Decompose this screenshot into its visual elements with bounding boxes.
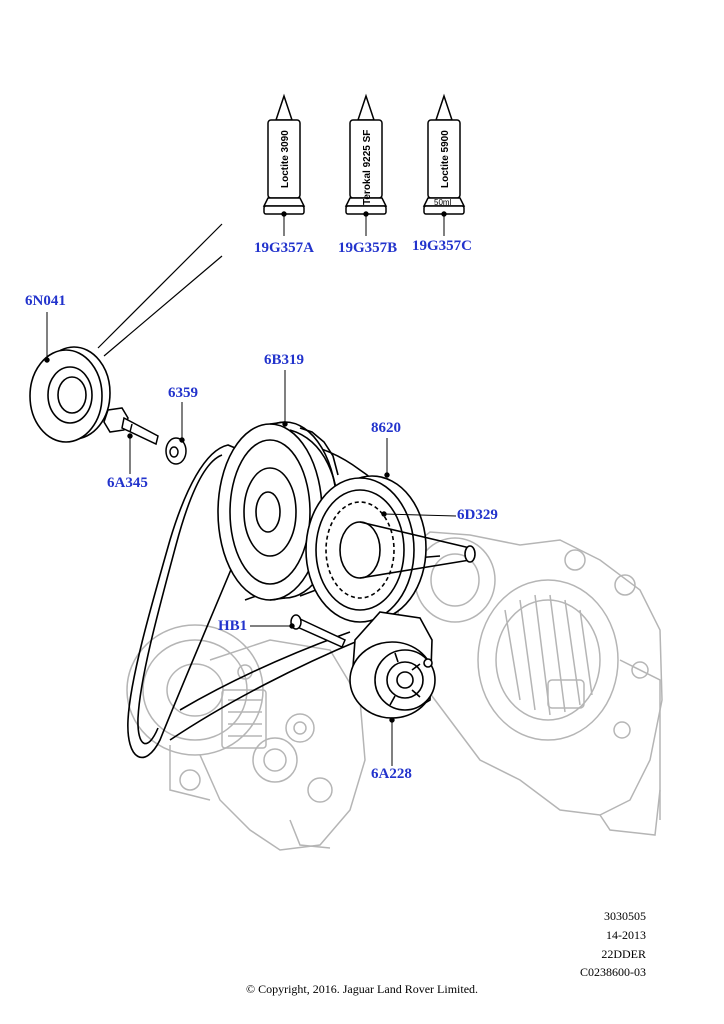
leader-lines bbox=[44, 211, 457, 766]
belt-tensioner bbox=[349, 611, 436, 719]
bolt-hb1 bbox=[290, 614, 346, 648]
alternator-illustration bbox=[394, 531, 663, 836]
diagram-ref-number: 3030505 bbox=[604, 909, 646, 923]
bolt-6a345 bbox=[103, 407, 159, 446]
callout-19g357b[interactable]: 19G357B bbox=[338, 240, 398, 256]
diagram-ref-date: 14-2013 bbox=[606, 928, 646, 942]
tube-c-volume: 50ml bbox=[434, 198, 452, 207]
callout-19g357a[interactable]: 19G357A bbox=[254, 240, 314, 256]
damper-pulley bbox=[305, 475, 476, 623]
callout-6359[interactable]: 6359 bbox=[168, 385, 198, 401]
crankshaft-pulley bbox=[217, 421, 339, 601]
tube-c-label: Loctite 5900 bbox=[440, 130, 451, 188]
callout-hb1[interactable]: HB1 bbox=[218, 618, 248, 634]
callout-6b319[interactable]: 6B319 bbox=[264, 352, 305, 368]
callout-8620[interactable]: 8620 bbox=[371, 420, 401, 436]
copyright-notice: © Copyright, 2016. Jaguar Land Rover Lim… bbox=[245, 982, 479, 996]
callout-6a345[interactable]: 6A345 bbox=[107, 475, 148, 491]
callout-6d329[interactable]: 6D329 bbox=[457, 507, 498, 523]
callout-19g357c[interactable]: 19G357C bbox=[412, 238, 472, 254]
diagram-ref-code: C0238600-03 bbox=[580, 965, 646, 979]
callout-6n041[interactable]: 6N041 bbox=[25, 293, 66, 309]
oil-seal-6n041 bbox=[29, 223, 223, 443]
tube-b-label: Terokal 9225 SF bbox=[362, 130, 373, 205]
washer-6359 bbox=[165, 437, 187, 465]
sealant-tube-c: Loctite 5900 50ml bbox=[422, 93, 466, 215]
sealant-tube-b: Terokal 9225 SF bbox=[344, 93, 388, 215]
diagram-ref-model: 22DDER bbox=[601, 947, 646, 961]
tube-a-label: Loctite 3090 bbox=[280, 130, 291, 188]
sealant-tube-a: Loctite 3090 bbox=[262, 93, 306, 215]
callout-6a228[interactable]: 6A228 bbox=[371, 766, 412, 782]
ac-compressor-illustration bbox=[126, 624, 366, 851]
